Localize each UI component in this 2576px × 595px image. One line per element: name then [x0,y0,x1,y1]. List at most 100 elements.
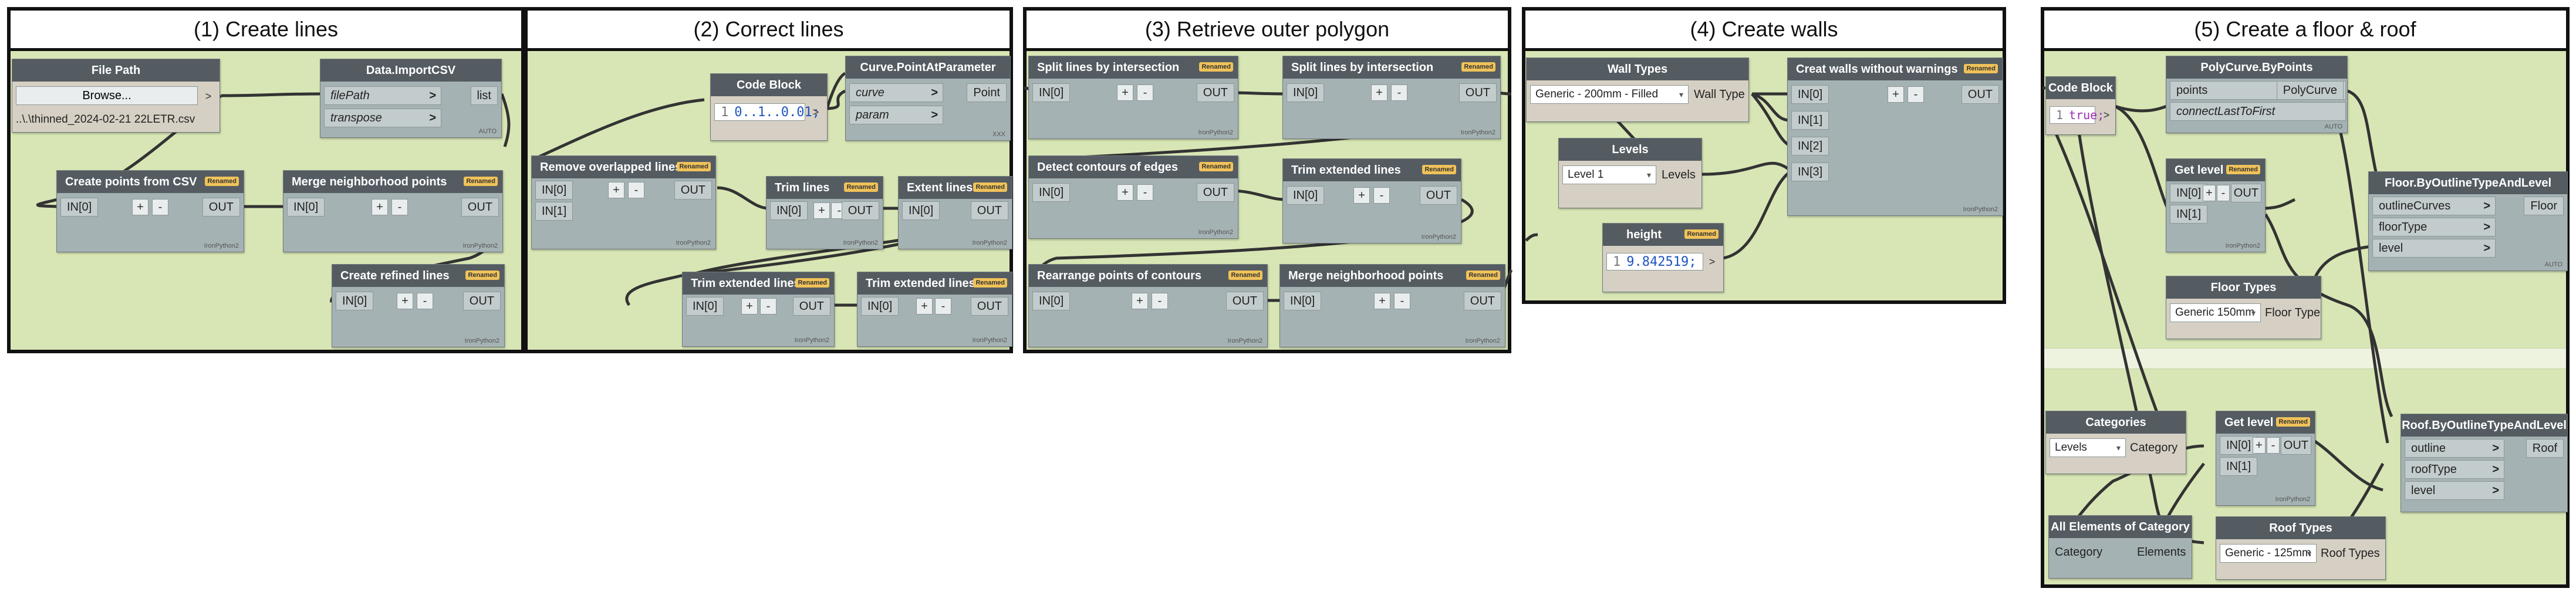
add-input-button[interactable]: + [1117,84,1133,101]
port-elements[interactable]: Elements [2137,545,2186,559]
remove-input-button[interactable]: - [628,182,644,198]
port-wall-type[interactable]: Wall Type [1694,87,1745,101]
port-floor[interactable]: Floor [2524,197,2564,215]
add-input-button[interactable]: + [1888,86,1904,103]
floor-type-dropdown[interactable]: Generic 150mm▾ [2170,303,2261,322]
add-input-button[interactable]: + [1117,184,1133,201]
output-arrow-icon[interactable]: > [812,106,819,118]
port-outline-curves[interactable]: outlineCurves> [2372,197,2496,215]
port-roof-type[interactable]: roofType> [2405,460,2504,479]
add-input-button[interactable]: + [1132,293,1148,309]
add-input-button[interactable]: + [372,199,388,215]
port-level[interactable]: level> [2372,239,2496,258]
port-in1[interactable]: IN[1] [535,202,573,221]
node-categories[interactable]: Categories Levels▾ Category [2045,411,2186,474]
node-roof-types[interactable]: Roof Types Generic - 125mm▾ Roof Types [2216,516,2386,580]
output-arrow-icon[interactable]: > [2103,109,2110,121]
node-levels[interactable]: Levels Level 1▾ Levels [1558,138,1702,208]
port-in0[interactable]: IN[0] [2170,184,2208,202]
port-out[interactable]: OUT [1419,186,1457,205]
port-roof-types[interactable]: Roof Types [2321,546,2380,560]
remove-input-button[interactable]: - [1907,86,1924,103]
remove-input-button[interactable]: - [2217,185,2230,201]
add-input-button[interactable]: + [397,293,413,309]
remove-input-button[interactable]: - [1373,187,1390,204]
port-category-in[interactable]: Category [2055,545,2103,559]
node-floor-types[interactable]: Floor Types Generic 150mm▾ Floor Type [2166,276,2321,339]
port-in0[interactable]: IN[0] [535,181,573,200]
port-in1[interactable]: IN[1] [2170,205,2208,224]
port-in2[interactable]: IN[2] [1791,137,1829,155]
node-floor-by-outline-type-and-level[interactable]: Floor.ByOutlineTypeAndLevel outlineCurve… [2368,171,2568,271]
port-in0[interactable]: IN[0] [287,198,325,217]
port-point[interactable]: Point [967,83,1007,102]
remove-input-button[interactable]: - [1137,84,1153,101]
port-out[interactable]: OUT [462,292,501,310]
port-out[interactable]: OUT [1225,292,1264,310]
roof-type-dropdown[interactable]: Generic - 125mm▾ [2220,544,2317,563]
port-out[interactable]: OUT [792,297,830,316]
port-filepath[interactable]: filePath> [324,86,441,105]
port-curve[interactable]: curve> [849,83,943,102]
port-in0[interactable]: IN[0] [336,292,374,310]
port-out[interactable]: OUT [202,198,240,217]
add-input-button[interactable]: + [608,182,624,198]
port-floor-type[interactable]: floorType> [2372,218,2496,236]
remove-input-button[interactable]: - [417,293,433,309]
port-out[interactable]: OUT [970,201,1008,220]
port-out[interactable]: OUT [461,198,499,217]
add-input-button[interactable]: + [2203,185,2216,201]
port-connect-last-to-first[interactable]: connectLastToFirst [2170,102,2346,121]
wall-type-dropdown[interactable]: Generic - 200mm - Filled▾ [1530,85,1689,104]
add-input-button[interactable]: + [1353,187,1370,204]
port-in0[interactable]: IN[0] [686,297,724,316]
port-category[interactable]: Category [2130,441,2178,454]
node-data-import-csv[interactable]: Data.ImportCSV filePath> transpose> list… [320,59,502,138]
node-polycurve-by-points[interactable]: PolyCurve.ByPoints points connectLastToF… [2166,56,2348,133]
port-transpose[interactable]: transpose> [324,109,441,127]
port-in1[interactable]: IN[1] [2220,457,2258,476]
add-input-button[interactable]: + [1374,293,1390,309]
port-list[interactable]: list [470,86,498,105]
port-in0[interactable]: IN[0] [1032,83,1071,102]
port-in0[interactable]: IN[0] [1032,183,1071,202]
port-out[interactable]: OUT [1196,183,1234,202]
port-out[interactable]: OUT [2280,436,2311,455]
port-in0[interactable]: IN[0] [1284,292,1322,310]
port-in1[interactable]: IN[1] [1791,111,1829,130]
port-out[interactable]: OUT [1459,83,1497,102]
port-in0[interactable]: IN[0] [770,201,808,220]
remove-input-button[interactable]: - [391,199,408,215]
node-file-path[interactable]: File Path Browse... > ..\.\thinned_2024-… [12,59,220,133]
node-all-elements-of-category[interactable]: All Elements of Category Category Elemen… [2048,515,2192,579]
remove-input-button[interactable]: - [935,298,951,315]
port-out[interactable]: OUT [1463,292,1501,310]
node-wall-types[interactable]: Wall Types Generic - 200mm - Filled▾ Wal… [1526,58,1749,122]
add-input-button[interactable]: + [1371,84,1387,101]
port-polycurve[interactable]: PolyCurve [2276,81,2344,100]
port-in0[interactable]: IN[0] [1287,186,1325,205]
node-curve-point-at-parameter[interactable]: Curve.PointAtParameter curve> param> Poi… [845,56,1011,141]
port-floor-type-out[interactable]: Floor Type [2265,306,2321,319]
port-in0[interactable]: IN[0] [2220,436,2258,455]
browse-button[interactable]: Browse... [16,86,198,105]
port-out[interactable]: OUT [841,201,879,220]
